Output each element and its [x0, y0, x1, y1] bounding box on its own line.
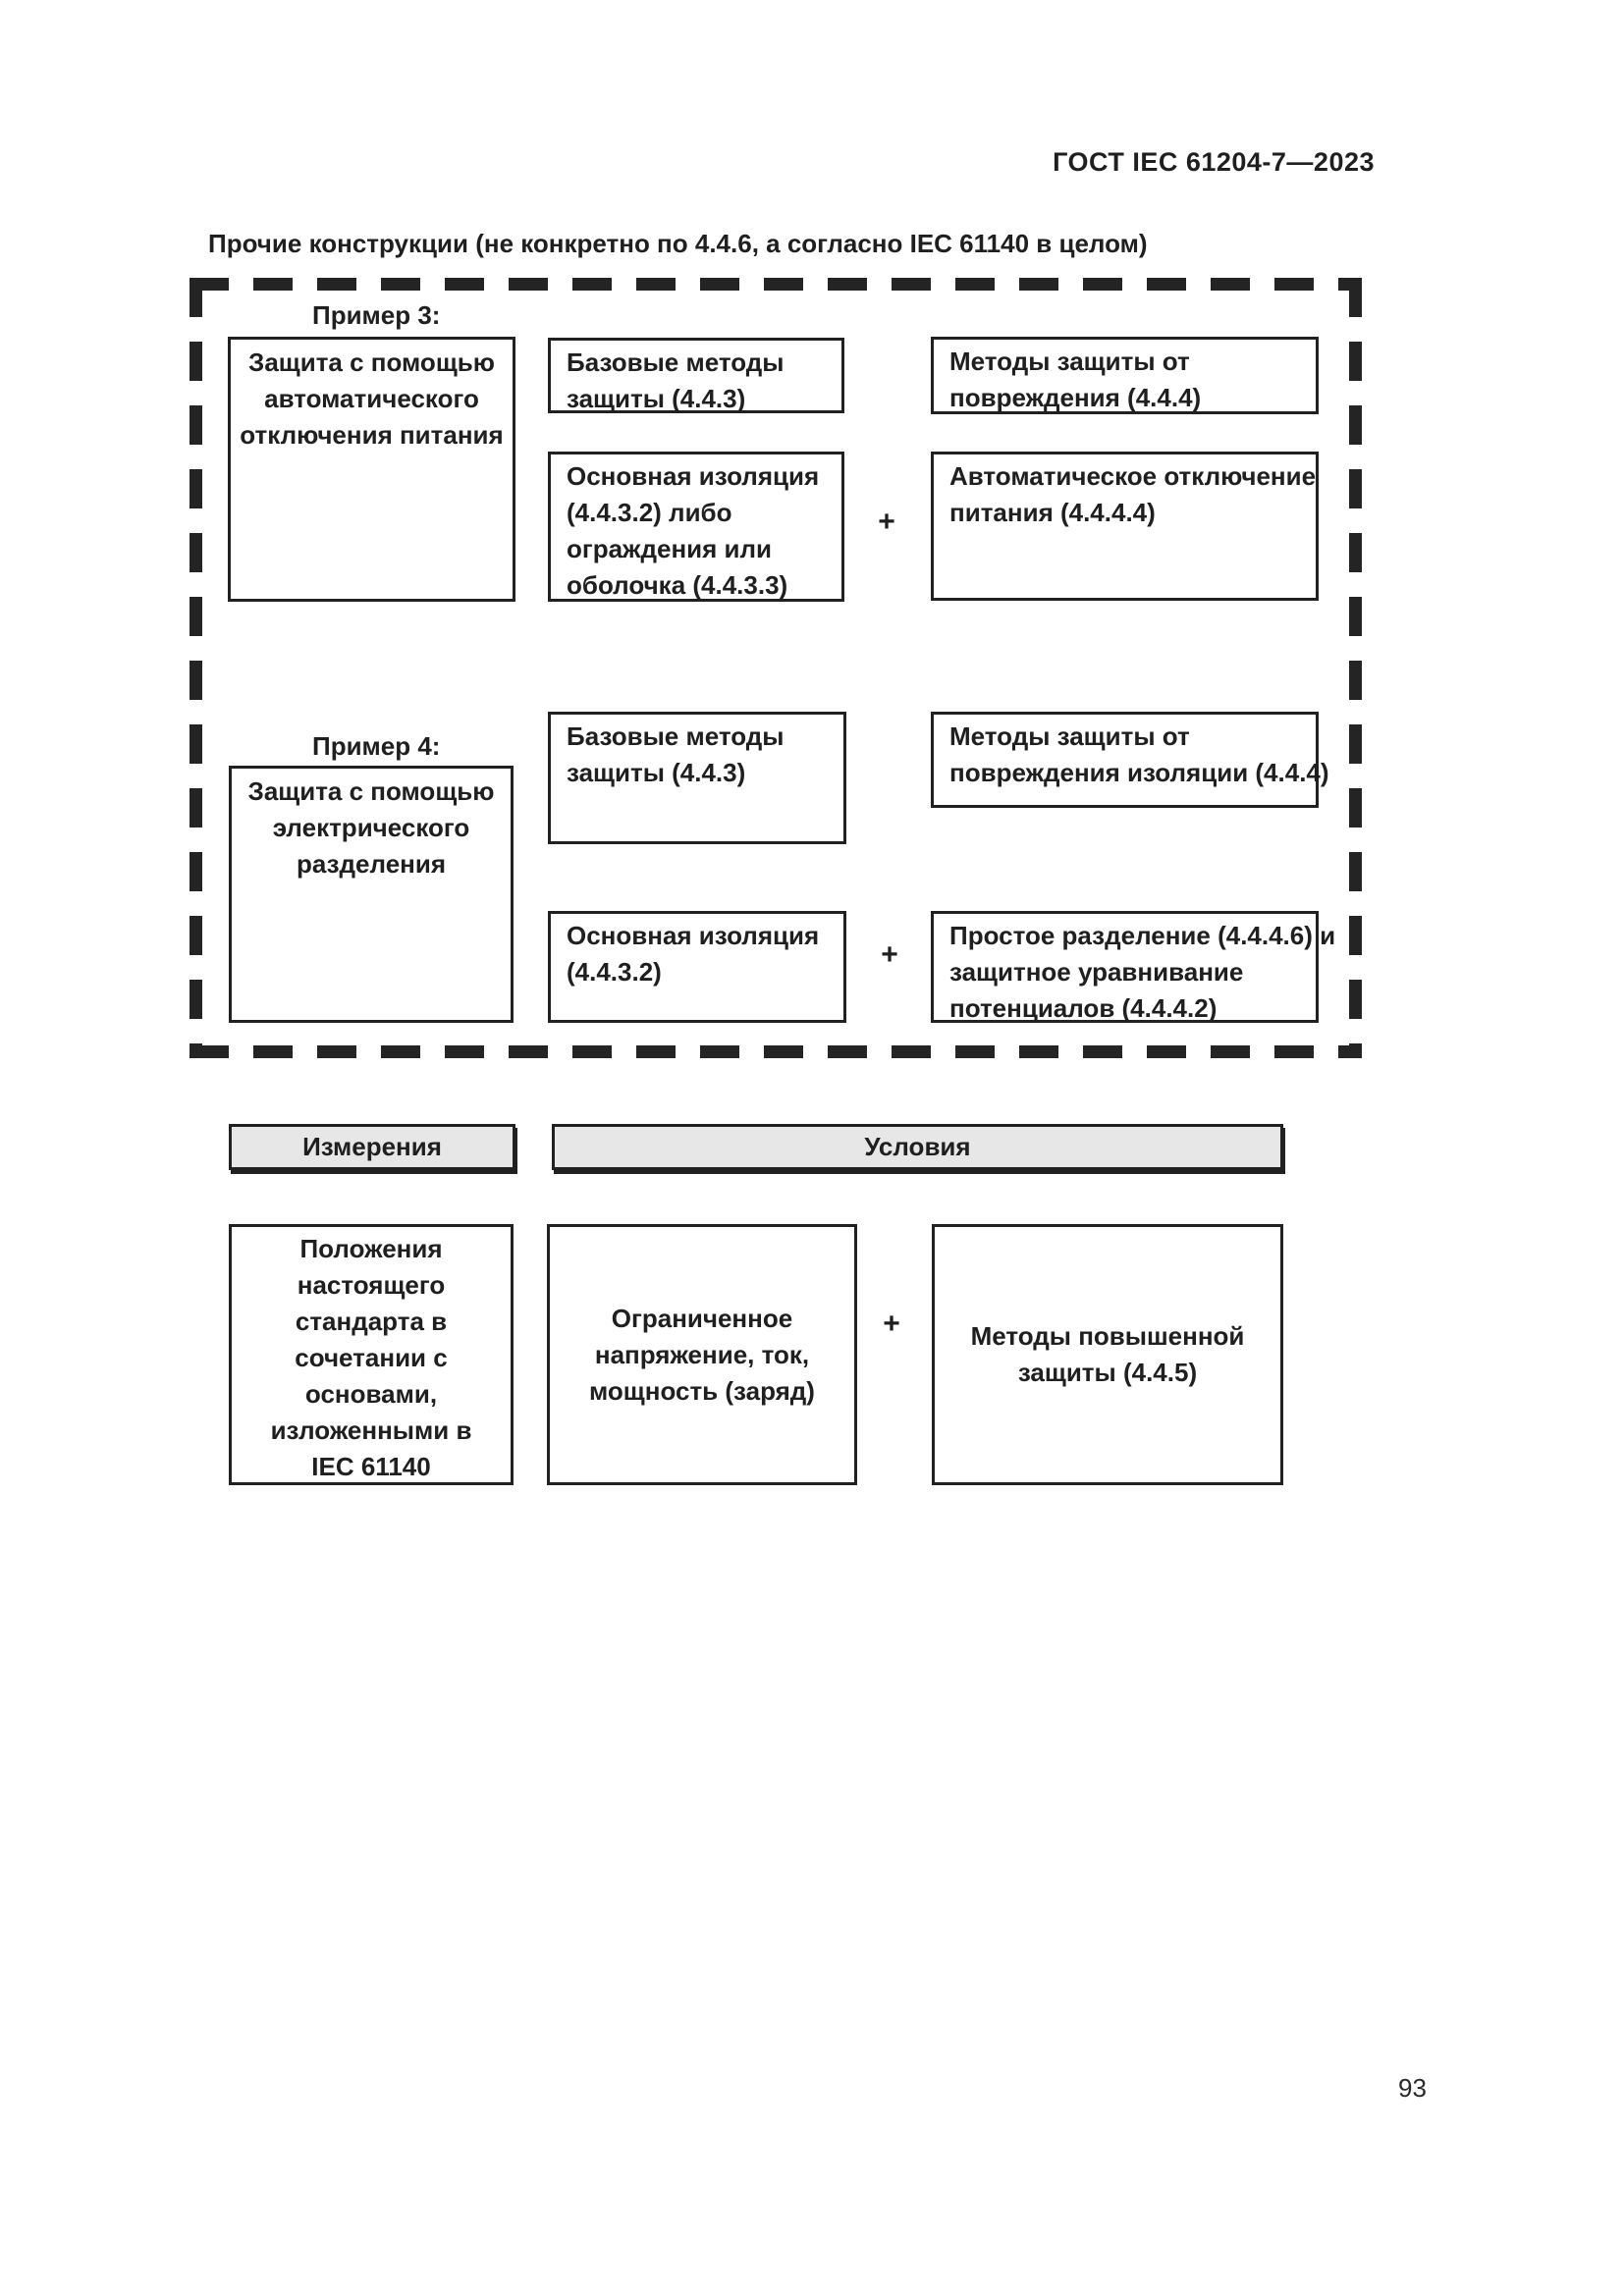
example3-label: Пример 3: — [312, 300, 441, 330]
example3-auto-disconnect-box: Автоматическое отключение питания (4.4.4… — [931, 452, 1319, 601]
example3-plus-sign: + — [878, 506, 895, 538]
example3-basic-insulation-box: Основная изоляция (4.4.3.2) либо огражде… — [548, 452, 844, 602]
example4-basic-methods-box: Базовые методы защиты (4.4.3) — [548, 712, 846, 844]
standard-provisions-box: Положения настоящего стандарта в сочетан… — [229, 1224, 514, 1485]
example3-fault-protection-box: Методы защиты от повреждения (4.4.4) — [931, 337, 1319, 414]
example3-basic-methods-box: Базовые методы защиты (4.4.3) — [548, 338, 844, 413]
example4-simple-separation-box: Простое разделение (4.4.4.6) и защитное … — [931, 911, 1335, 1023]
enhanced-protection-box: Методы повышенной защиты (4.4.5) — [932, 1224, 1283, 1485]
dashed-frame-top — [189, 278, 1362, 291]
page-number: 93 — [1398, 2073, 1427, 2103]
measures-header-box: Измерения — [229, 1124, 515, 1170]
bottom-plus-sign: + — [883, 1308, 900, 1340]
dashed-frame-right — [1349, 278, 1362, 1058]
limited-energy-box: Ограниченное напряжение, ток, мощность (… — [547, 1224, 857, 1485]
example3-protection-box: Защита с помощью автоматического отключе… — [228, 337, 515, 602]
conditions-header-box: Условия — [552, 1124, 1283, 1170]
figure-caption-other-designs: Прочие конструкции (не конкретно по 4.4.… — [208, 229, 1148, 258]
example4-protection-box: Защита с помощью электрического разделен… — [229, 766, 514, 1023]
example4-basic-insulation-box: Основная изоляция (4.4.3.2) — [548, 911, 846, 1023]
example4-plus-sign: + — [881, 938, 898, 971]
document-number: ГОСТ IEC 61204-7—2023 — [1053, 147, 1375, 177]
dashed-frame-left — [189, 278, 202, 1058]
dashed-frame-bottom — [189, 1045, 1362, 1058]
example4-fault-protection-box: Методы защиты от повреждения изоляции (4… — [931, 712, 1329, 808]
example4-label: Пример 4: — [312, 731, 441, 761]
